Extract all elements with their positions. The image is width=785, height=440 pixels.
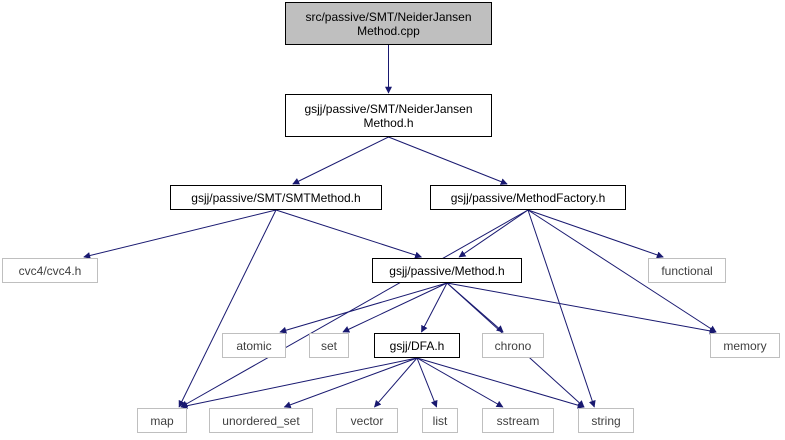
edge-n_fac-to-n_memory — [527, 209, 717, 333]
node-unordered-set: unordered_set — [209, 408, 313, 433]
node-label: map — [150, 413, 174, 428]
node-label: gsjj/passive/SMT/SMTMethod.h — [191, 190, 361, 205]
node-dfa-h[interactable]: gsjj/DFA.h — [374, 333, 460, 358]
edge-n_njh-to-n_fac — [388, 136, 508, 185]
node-label: atomic — [236, 338, 272, 353]
edge-n_dfa-to-n_uset — [283, 357, 418, 409]
node-vector: vector — [336, 408, 398, 433]
node-cvc4-h: cvc4/cvc4.h — [2, 258, 98, 283]
node-label: sstream — [496, 413, 540, 428]
edge-n_meth-to-n_set — [342, 282, 448, 333]
edge-n_njh-to-n_smt — [292, 136, 389, 185]
node-label: unordered_set — [222, 413, 300, 428]
edge-n_meth-to-n_dfa — [421, 282, 448, 333]
node-label: memory — [723, 338, 767, 353]
edge-n_dfa-to-n_map — [180, 357, 418, 410]
edge-n_fac-to-n_string — [527, 209, 596, 408]
edge-n_meth-to-n_atomic — [279, 282, 448, 334]
node-atomic: atomic — [222, 333, 286, 358]
node-memory: memory — [710, 333, 780, 358]
node-method-h[interactable]: gsjj/passive/Method.h — [372, 258, 522, 283]
node-label: gsjj/DFA.h — [389, 338, 445, 353]
node-label: gsjj/passive/SMT/NeiderJansen Method.h — [304, 101, 473, 130]
node-smtmethod-h[interactable]: gsjj/passive/SMT/SMTMethod.h — [170, 185, 382, 210]
edge-n_dfa-to-n_vector — [374, 357, 418, 408]
node-map: map — [137, 408, 187, 433]
edge-n_dfa-to-n_list — [416, 357, 438, 408]
node-label: functional — [661, 263, 713, 278]
edge-n_fac-to-n_map — [180, 209, 529, 408]
edge-n_smt-to-n_meth — [275, 209, 423, 259]
edge-n_fac-to-n_meth — [458, 209, 529, 258]
edge-n_smt-to-n_map — [178, 209, 277, 408]
node-neiderjansen-method-cpp: src/passive/SMT/NeiderJansen Method.cpp — [285, 2, 492, 45]
node-set: set — [309, 333, 349, 358]
edge-n_fac-to-n_func — [527, 209, 664, 259]
node-label: string — [591, 413, 621, 428]
edge-n_dfa-to-n_string — [416, 357, 585, 409]
node-label: src/passive/SMT/NeiderJansen Method.cpp — [305, 9, 472, 38]
edge-n_meth-to-n_memory — [446, 282, 717, 335]
node-functional: functional — [648, 258, 726, 283]
edge-n_smt-to-n_cvc — [83, 209, 277, 259]
node-string: string — [578, 408, 634, 433]
node-label: list — [432, 413, 448, 428]
node-label: vector — [350, 413, 384, 428]
node-list: list — [422, 408, 458, 433]
node-label: gsjj/passive/MethodFactory.h — [450, 190, 606, 205]
node-methodfactory-h[interactable]: gsjj/passive/MethodFactory.h — [430, 185, 626, 210]
node-neiderjansen-method-h[interactable]: gsjj/passive/SMT/NeiderJansen Method.h — [285, 94, 492, 137]
node-label: set — [320, 338, 337, 353]
node-label: gsjj/passive/Method.h — [389, 263, 505, 278]
node-label: chrono — [494, 338, 532, 353]
node-chrono: chrono — [482, 333, 544, 358]
node-label: cvc4/cvc4.h — [18, 263, 82, 278]
edge-n_dfa-to-n_sstream — [416, 357, 504, 408]
node-sstream: sstream — [482, 408, 554, 433]
